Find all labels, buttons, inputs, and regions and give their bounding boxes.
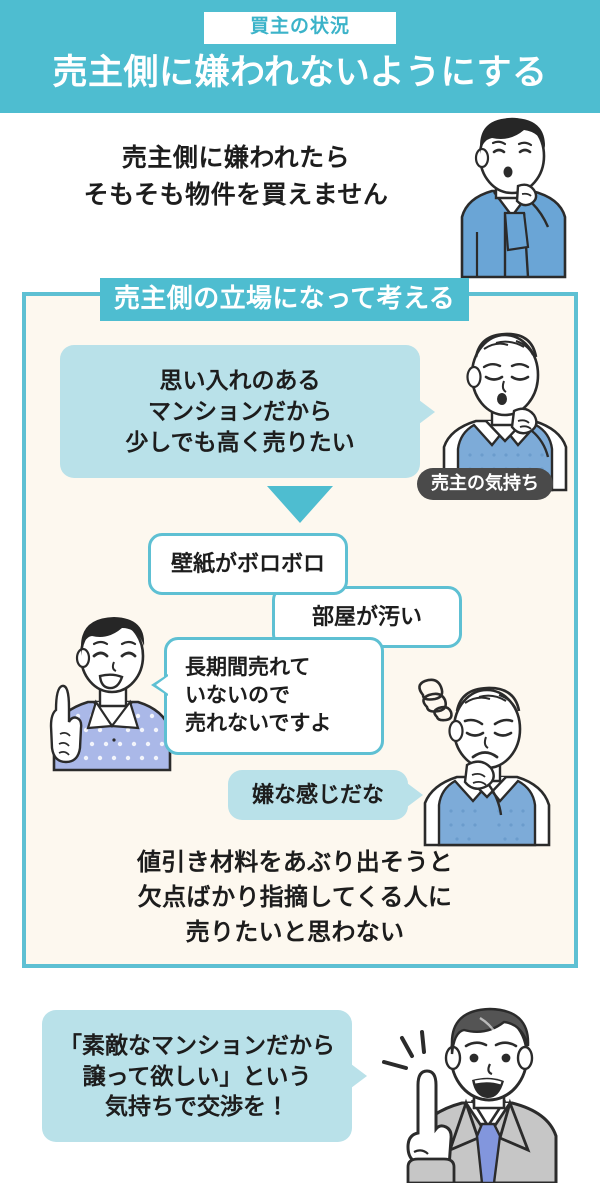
bubble-unpleasant: 嫌な感じだな	[228, 770, 423, 820]
bubble-seller-wish-line-1: 思い入れのある	[159, 367, 321, 394]
intro-line-1: 売主側に嫌われたら	[121, 144, 351, 172]
footer-bubble-line-2: 譲って欲しい」という	[82, 1062, 312, 1089]
page-header: 買主の状況 売主側に嫌われないようにする	[0, 0, 600, 113]
conclusion-text: 値引き材料をあぶり出そうと 欠点ばかり指摘してくる人に 売りたいと思わない	[60, 845, 530, 950]
bubble-tail-icon	[419, 399, 435, 424]
buyer-pointing-illustration	[38, 612, 183, 772]
bubble-seller-wish-line-2: マンションだから	[148, 398, 332, 425]
worried-buyer-illustration	[432, 112, 592, 279]
bubble-wallpaper-text: 壁紙がボロボロ	[170, 551, 325, 577]
agent-pointing-up-illustration	[362, 1000, 587, 1183]
elderly-seller-thinking-illustration	[430, 325, 580, 492]
intro-text: 売主側に嫌われたら そもそも物件を買えません	[36, 140, 436, 214]
bubble-seller-wish-line-3: 少しでも高く売りたい	[125, 428, 355, 455]
footer-bubble-line-3: 気持ちで交渉を！	[105, 1093, 289, 1120]
page-title: 売主側に嫌われないようにする	[52, 52, 548, 92]
footer-bubble-line-1: 「素敵なマンションだから	[59, 1031, 335, 1058]
bubble-dirty-room-text: 部屋が汚い	[311, 604, 422, 630]
seller-feeling-tag: 売主の気持ち	[417, 468, 553, 500]
intro-line-2: そもそも物件を買えません	[83, 181, 389, 209]
section-banner: 売主側の立場になって考える	[100, 278, 470, 322]
conclusion-line-2: 欠点ばかり指摘してくる人に	[137, 884, 453, 912]
bubble-tail-icon	[351, 1064, 367, 1088]
conclusion-line-1: 値引き材料をあぶり出そうと	[137, 849, 453, 876]
header-badge: 買主の状況	[203, 12, 396, 44]
bubble-tail-icon	[407, 783, 423, 807]
bubble-wallpaper-damaged: 壁紙がボロボロ	[148, 533, 348, 595]
bubble-long-time-line-1: 長期間売れて	[185, 655, 311, 679]
bubble-unpleasant-text: 嫌な感じだな	[251, 782, 384, 808]
bubble-long-time-line-2: いないので	[185, 683, 290, 707]
bubble-seller-wish: 思い入れのある マンションだから 少しでも高く売りたい	[60, 345, 435, 478]
elderly-seller-upset-illustration	[405, 665, 570, 847]
down-arrow-icon	[267, 486, 333, 523]
conclusion-line-3: 売りたいと思わない	[185, 919, 405, 947]
bubble-long-time-line-3: 売れないですよ	[185, 712, 332, 736]
bubble-tail-inner-icon	[156, 674, 171, 696]
bubble-footer-advice: 「素敵なマンションだから 譲って欲しい」という 気持ちで交渉を！	[42, 1010, 367, 1142]
bubble-long-time-unsold: 長期間売れて いないので 売れないですよ	[151, 637, 384, 755]
